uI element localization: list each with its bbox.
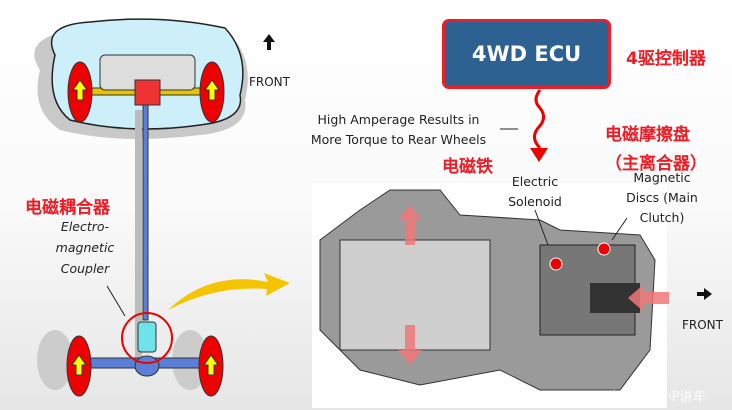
discs-line2: Discs (Main xyxy=(626,190,698,205)
shaft-shadow xyxy=(135,110,142,370)
amperage-note-line2: More Torque to Rear Wheels xyxy=(310,132,487,147)
propeller-shaft xyxy=(142,104,149,321)
coupler-body xyxy=(137,321,157,353)
solenoid-leader xyxy=(534,209,549,246)
coupler-line1: Electro- xyxy=(60,219,110,234)
discs-label: Magnetic Discs (Main Clutch) xyxy=(612,168,712,228)
coupler-cn-label: 电磁耦合器 xyxy=(25,198,110,218)
front-arrow-up-icon xyxy=(263,34,275,50)
discs-leader xyxy=(611,217,628,241)
solenoid-cn-label: 电磁铁 xyxy=(442,157,493,177)
ecu-cn-label: 4驱控制器 xyxy=(626,49,706,69)
wheel-shadow xyxy=(37,330,73,390)
discs-marker xyxy=(597,242,611,256)
solenoid-line1: Electric xyxy=(511,174,559,189)
coupler-line2: magnetic xyxy=(55,240,115,255)
up-arrow-red-icon xyxy=(398,205,422,245)
signal-wave xyxy=(533,89,545,150)
discs-line3: Clutch) xyxy=(639,210,685,225)
front-label-top: FRONT xyxy=(249,75,290,89)
ecu-label: 4WD ECU xyxy=(471,42,582,66)
down-arrow-red-icon xyxy=(398,325,422,365)
solenoid-line2: Solenoid xyxy=(508,194,562,209)
up-arrow-icon xyxy=(72,79,88,101)
discs-cn-line1: 电磁摩擦盘 xyxy=(605,125,690,145)
up-arrow-icon xyxy=(204,79,220,101)
left-arrow-red-icon xyxy=(628,284,669,312)
transmission xyxy=(134,79,161,106)
amperage-note-line1: High Amperage Results in xyxy=(317,112,480,127)
coupler-label: Electro- magnetic Coupler xyxy=(50,216,120,279)
watermark: 头条号 / 小P讲车 xyxy=(607,390,706,405)
coupler-leader-line xyxy=(106,285,126,317)
up-arrow-icon xyxy=(71,354,87,376)
up-arrow-icon xyxy=(203,354,219,376)
discs-line1: Magnetic xyxy=(633,170,691,185)
discs-cn-line2: （主离合器） xyxy=(605,154,707,174)
solenoid-marker xyxy=(549,257,563,271)
coupler-highlight-circle xyxy=(121,312,173,364)
front-label-right: FRONT xyxy=(682,318,723,332)
coupler-line3: Coupler xyxy=(60,261,110,276)
front-arrow-right-icon xyxy=(697,288,712,300)
differential xyxy=(134,355,160,377)
amperage-note: High Amperage Results in More Torque to … xyxy=(296,110,501,150)
solenoid-label: Electric Solenoid xyxy=(500,172,570,212)
discs-cn-label: 电磁摩擦盘 （主离合器） xyxy=(605,120,707,174)
curved-arrow-icon xyxy=(168,273,290,310)
down-arrow-icon xyxy=(530,148,548,162)
ecu-box: 4WD ECU xyxy=(442,19,611,89)
